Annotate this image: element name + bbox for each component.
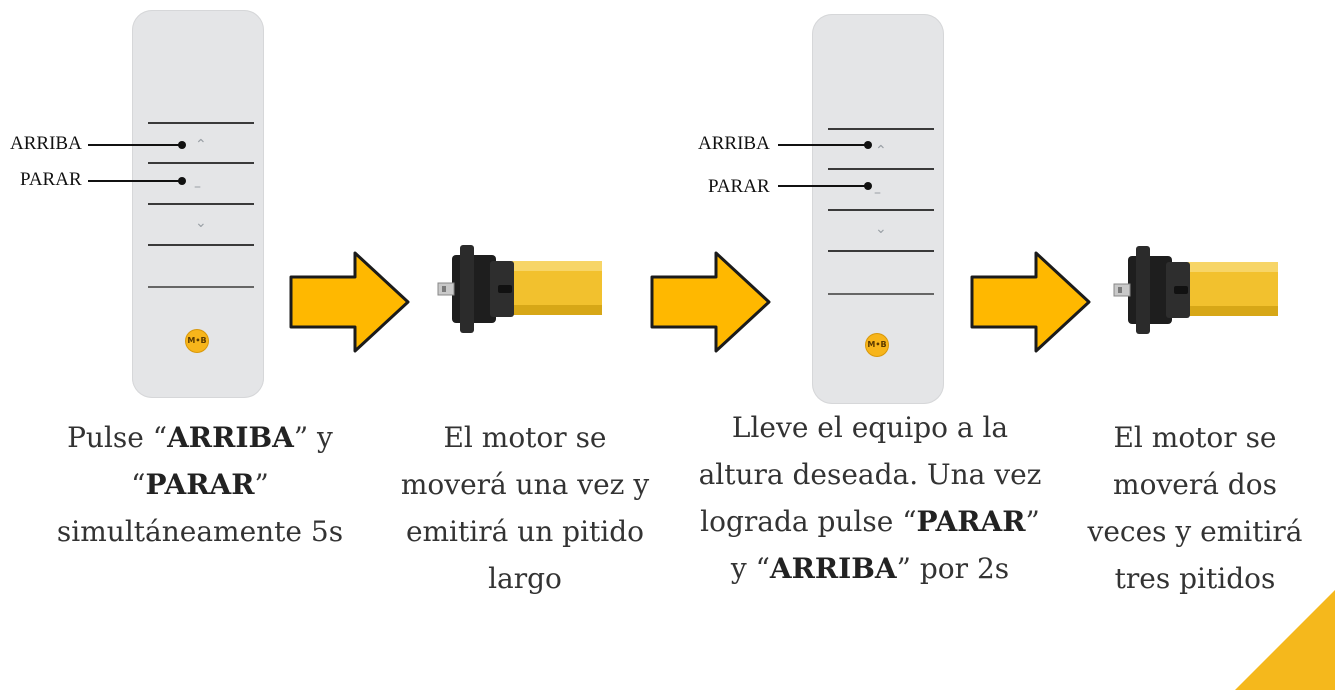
button-divider <box>148 244 254 246</box>
callout-dot-up <box>178 141 186 149</box>
button-divider <box>148 286 254 288</box>
tubular-motor-icon <box>1113 246 1278 334</box>
stop-dash-icon: – <box>874 185 881 201</box>
up-chevron-icon: ⌃ <box>195 137 207 153</box>
step-2-caption: El motor se moverá una vez y emitirá un … <box>400 421 650 595</box>
callout-dot-stop <box>178 177 186 185</box>
step-1-caption: Pulse “ARRIBA” y “PARAR” simultáneamente… <box>56 421 344 548</box>
callout-line-up <box>778 144 868 146</box>
step-3-caption: Lleve el equipo a la altura deseada. Una… <box>698 411 1042 585</box>
callout-dot-up <box>864 141 872 149</box>
up-chevron-icon: ⌃ <box>875 143 887 159</box>
step-4-caption: El motor se moverá dos veces y emitirá t… <box>1087 421 1303 595</box>
right-arrow-icon <box>970 251 1091 353</box>
button-divider <box>828 250 934 252</box>
callout-line-stop <box>88 180 182 182</box>
remote-control-2: ⌃ – ⌄ M•B <box>812 14 944 404</box>
right-arrow-icon <box>289 251 410 353</box>
callout-label-stop: PARAR <box>20 169 82 190</box>
callout-label-up: ARRIBA <box>698 133 770 154</box>
callout-line-stop <box>778 185 868 187</box>
button-divider <box>148 203 254 205</box>
down-chevron-icon: ⌄ <box>875 221 887 237</box>
tubular-motor-icon <box>437 245 602 333</box>
brand-logo: M•B <box>186 330 208 352</box>
right-arrow-icon <box>650 251 771 353</box>
button-divider <box>828 293 934 295</box>
callout-label-up: ARRIBA <box>10 133 82 154</box>
callout-dot-stop <box>864 182 872 190</box>
brand-logo: M•B <box>866 334 888 356</box>
down-chevron-icon: ⌄ <box>195 215 207 231</box>
button-divider <box>828 209 934 211</box>
remote-control-1: ⌃ – ⌄ M•B <box>132 10 264 398</box>
stop-dash-icon: – <box>194 179 201 195</box>
corner-accent-shape <box>1235 590 1335 690</box>
button-divider <box>828 128 934 130</box>
button-divider <box>828 168 934 170</box>
callout-line-up <box>88 144 182 146</box>
button-divider <box>148 162 254 164</box>
callout-label-stop: PARAR <box>708 176 770 197</box>
button-divider <box>148 122 254 124</box>
